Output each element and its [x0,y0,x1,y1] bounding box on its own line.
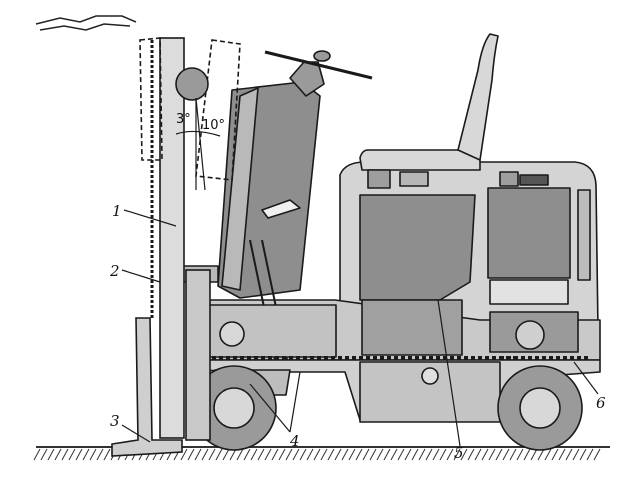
ground-hatch [54,448,62,461]
leader-lines [121,209,599,447]
ground-hatch [47,448,55,461]
ground-hatch [551,448,559,461]
ground-hatch [362,448,370,461]
ground-hatch [89,448,97,461]
ground-hatch [474,448,482,461]
ground-hatch [418,448,426,461]
ground-hatch [425,448,433,461]
ground-hatch [313,448,321,461]
ground-hatch [586,448,594,461]
ground-hatch [285,448,293,461]
ground-hatch [565,448,573,461]
callout-2: 2 [109,262,120,280]
ground-hatch [96,448,104,461]
callout-labels: 1 2 3 4 5 6 [109,202,606,462]
ground-hatch [82,448,90,461]
ground-hatch [257,448,265,461]
ground-hatch [194,448,202,461]
ground-hatch [250,448,258,461]
ground-hatch [320,448,328,461]
callout-4: 4 [289,432,300,450]
ground-hatch [341,448,349,461]
ground-hatch [558,448,566,461]
ground-hatch [404,448,412,461]
ground-hatch [187,448,195,461]
wheels [191,365,583,451]
ground-hatch [299,448,307,461]
ground-hatch [467,448,475,461]
ground-hatch [488,448,496,461]
ground-hatch [327,448,335,461]
ground-hatch [453,448,461,461]
ground-hatch [544,448,552,461]
callout-1: 1 [112,202,122,220]
callout-6: 6 [596,394,606,412]
callout-3: 3 [110,412,120,430]
ground-hatch [502,448,510,461]
ground-hatch [411,448,419,461]
ground-hatch [243,448,251,461]
ground-hatch [355,448,363,461]
back-tilt-angle: 10° [202,118,225,133]
ground-hatch [278,448,286,461]
ground-hatch [292,448,300,461]
ground-hatch [306,448,314,461]
ground-hatch [509,448,517,461]
ground-hatch [61,448,69,461]
ground-hatch [572,448,580,461]
ground-hatch [236,448,244,461]
ground-hatch [593,448,601,461]
ground-hatch [439,448,447,461]
tilt-indicator [175,97,221,191]
ground-hatch [271,448,279,461]
ground-hatch [446,448,454,461]
ground-hatch [481,448,489,461]
ground-hatch [390,448,398,461]
ground-hatch [68,448,76,461]
ground-hatch [264,448,272,461]
ground-hatch [369,448,377,461]
ground-hatch [75,448,83,461]
forward-tilt-angle: 3° [176,112,191,127]
ground-hatch [432,448,440,461]
ground-hatch [523,448,531,461]
ground-hatch [201,448,209,461]
ground-hatch [537,448,545,461]
callout-5: 5 [454,444,464,462]
ground-hatch [40,448,48,461]
ground-hatch [495,448,503,461]
mast [111,37,241,457]
direction-marker [35,15,137,31]
ground-hatch [397,448,405,461]
ground-hatch [334,448,342,461]
ground-hatch [460,448,468,461]
ground-hatch [208,448,216,461]
truck-body [177,33,601,423]
ground-hatch [229,448,237,461]
ground-hatch [348,448,356,461]
ground-hatch [530,448,538,461]
ground-hatch [103,448,111,461]
ground-hatch [33,448,41,461]
ground-hatch [579,448,587,461]
ground-hatch [180,448,188,461]
ground-hatch [376,448,384,461]
ground-hatch [215,448,223,461]
ground-hatch [383,448,391,461]
ground-hatch [516,448,524,461]
ground-hatch [222,448,230,461]
